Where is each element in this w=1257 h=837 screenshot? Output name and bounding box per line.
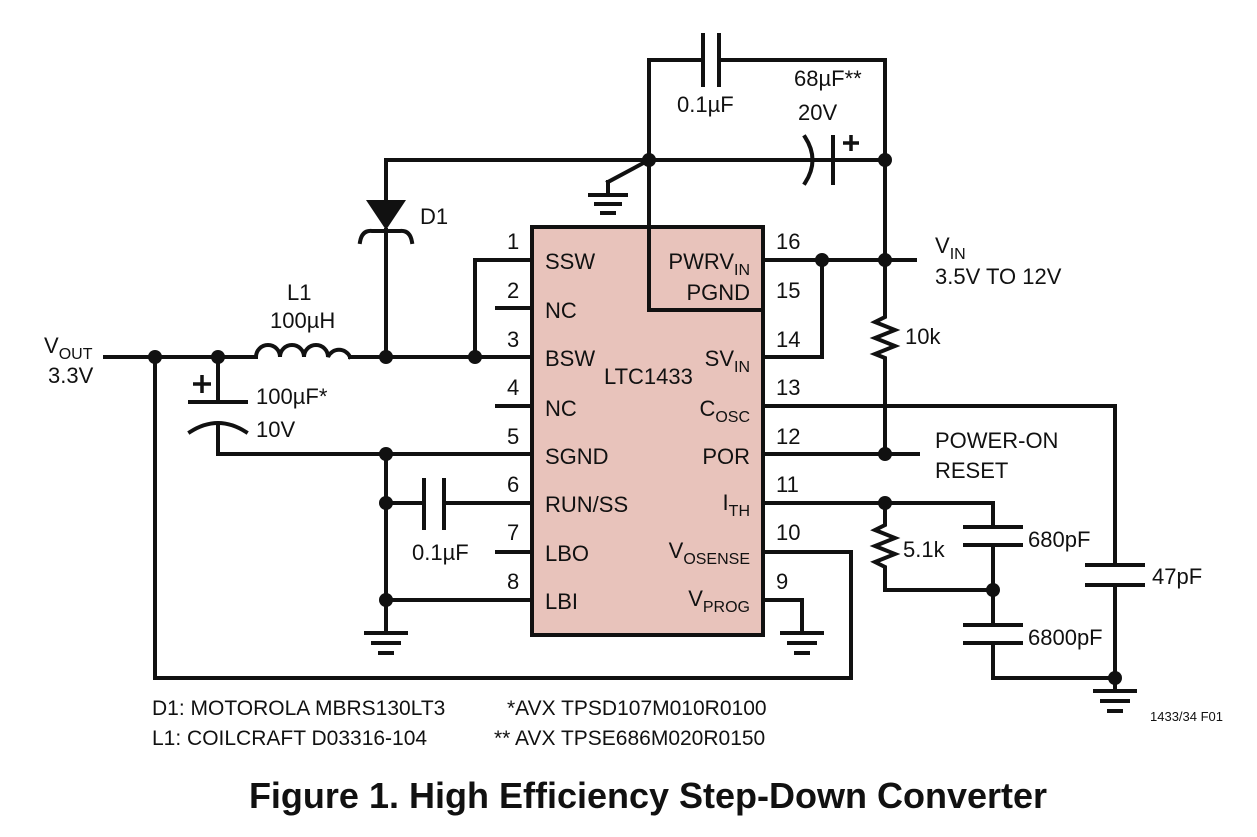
pin-label-14: SVIN [705, 346, 750, 376]
diode-d1: D1 [357, 200, 448, 245]
pin-num-9: 9 [776, 569, 788, 594]
note-l1: L1: COILCRAFT D03316-104 [152, 727, 427, 750]
pin-label-10: VOSENSE [669, 538, 750, 568]
pin-num-4: 4 [507, 375, 519, 400]
pin-num-10: 10 [776, 520, 800, 545]
pin-label-12: POR [702, 444, 750, 469]
pin-label-4: NC [545, 396, 577, 421]
resistor-5k1-value: 5.1k [903, 537, 946, 562]
capacitor-top: 0.1µF [677, 33, 734, 117]
component-notes: D1: MOTOROLA MBRS130LT3 L1: COILCRAFT D0… [152, 697, 767, 750]
pin-label-6: RUN/SS [545, 492, 628, 517]
wires [103, 58, 1117, 692]
inductor-l1: L1 100µH [253, 280, 353, 360]
pin-num-3: 3 [507, 327, 519, 352]
figure-caption: Figure 1. High Efficiency Step-Down Conv… [249, 775, 1047, 816]
ground-symbol-top [588, 180, 628, 215]
figure-id: 1433/34 F01 [1150, 709, 1223, 724]
ground-symbol-left [364, 631, 408, 655]
inductor-l1-value: 100µH [270, 308, 335, 333]
left-pins: 1 SSW 2 NC 3 BSW 4 NC 5 SGND 6 RUN/SS 7 … [507, 229, 628, 614]
note-d1: D1: MOTOROLA MBRS130LT3 [152, 697, 445, 720]
inductor-l1-name: L1 [287, 280, 311, 305]
capacitor-47pf: 47pF [1085, 563, 1202, 589]
pin-label-3: BSW [545, 346, 595, 371]
ic-name: LTC1433 [604, 364, 693, 389]
capacitor-6800pf: 6800pF [963, 623, 1103, 650]
capacitor-runss: 0.1µF [412, 478, 469, 565]
diode-d1-label: D1 [420, 204, 448, 229]
note-star2: ** AVX TPSE686M020R0150 [494, 727, 765, 750]
pin-label-9: VPROG [688, 586, 750, 616]
pin-label-7: LBO [545, 541, 589, 566]
resistor-5k1: 5.1k [869, 518, 946, 577]
pin-label-1: SSW [545, 249, 595, 274]
capacitor-output-voltage: 10V [256, 417, 295, 442]
pin-num-16: 16 [776, 229, 800, 254]
pin-num-7: 7 [507, 520, 519, 545]
pin-num-6: 6 [507, 472, 519, 497]
junction-dots [148, 153, 1122, 685]
diode-d1-body [366, 200, 406, 230]
pin-label-13: COSC [699, 396, 750, 426]
vout-value: 3.3V [48, 363, 94, 388]
right-pins: 16 PWRVIN 15 PGND 14 SVIN 13 COSC 12 POR… [668, 229, 800, 616]
vin-label: VIN [935, 233, 966, 263]
capacitor-runss-value: 0.1µF [412, 540, 469, 565]
capacitor-680pf: 680pF [963, 525, 1090, 552]
note-star1: *AVX TPSD107M010R0100 [507, 697, 767, 720]
ground-symbol-right [1093, 689, 1137, 713]
pin-label-16: PWRVIN [668, 249, 750, 279]
pin-num-13: 13 [776, 375, 800, 400]
pin-num-8: 8 [507, 569, 519, 594]
pin-label-11: ITH [723, 490, 750, 520]
pin-num-2: 2 [507, 278, 519, 303]
capacitor-6800pf-value: 6800pF [1028, 625, 1103, 650]
pin-num-5: 5 [507, 424, 519, 449]
vin-range: 3.5V TO 12V [935, 264, 1062, 289]
pin-label-5: SGND [545, 444, 609, 469]
pin-label-2: NC [545, 298, 577, 323]
capacitor-680pf-value: 680pF [1028, 527, 1090, 552]
pin-num-15: 15 [776, 278, 800, 303]
pin-num-1: 1 [507, 229, 519, 254]
resistor-10k-value: 10k [905, 324, 941, 349]
por-label-line2: RESET [935, 458, 1008, 483]
pin-label-15: PGND [686, 280, 750, 305]
resistor-10k: 10k [869, 310, 941, 364]
pin-num-12: 12 [776, 424, 800, 449]
pin-num-11: 11 [776, 472, 799, 497]
pin-label-8: LBI [545, 589, 578, 614]
capacitor-input: 68µF** 20V [794, 66, 887, 186]
ground-symbol-vprog [780, 631, 824, 655]
capacitor-output-value: 100µF* [256, 384, 328, 409]
capacitor-top-value: 0.1µF [677, 92, 734, 117]
por-label-line1: POWER-ON [935, 428, 1058, 453]
capacitor-47pf-value: 47pF [1152, 564, 1202, 589]
pin-num-14: 14 [776, 327, 800, 352]
vout-label: VOUT [44, 333, 93, 363]
capacitor-input-value: 68µF** [794, 66, 862, 91]
capacitor-input-voltage: 20V [798, 100, 837, 125]
capacitor-output: 100µF* 10V [187, 375, 328, 442]
